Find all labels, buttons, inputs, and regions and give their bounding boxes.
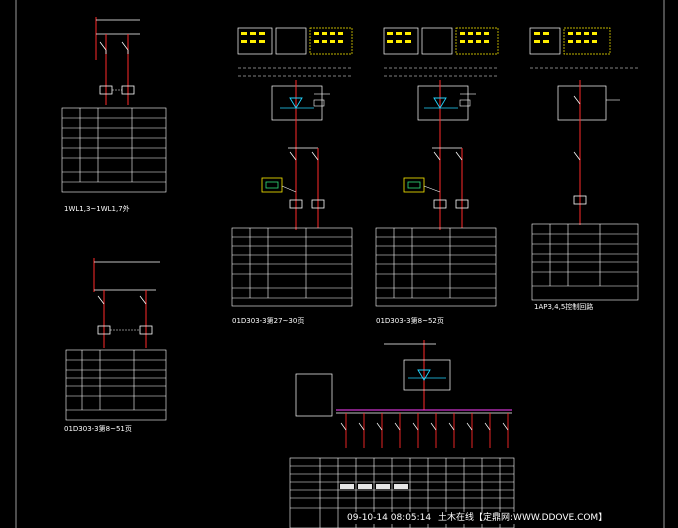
panel-e-legend-white bbox=[529, 27, 561, 55]
panel-f-surge-protector bbox=[417, 369, 431, 381]
panel-d-surge-protector bbox=[433, 97, 447, 109]
panel-d-terminal bbox=[459, 99, 471, 107]
panel-mid-left-diagram bbox=[65, 258, 167, 421]
panel-e-legend-yellow bbox=[563, 27, 611, 55]
panel-c-legend-yellow bbox=[309, 27, 353, 55]
panel-c-legend-white bbox=[237, 27, 273, 55]
panel-f-feeder-breakers bbox=[340, 422, 509, 431]
panel-d-table bbox=[375, 227, 497, 307]
panel-c-breaker-right bbox=[311, 151, 319, 161]
panel-center-right-diagram bbox=[375, 27, 499, 307]
panel-d-breaker-left bbox=[433, 151, 441, 161]
panel-c-legend-marks bbox=[241, 32, 343, 43]
watermark-line: 09-10-14 08:05:14 土木在线【定鼎网:WWW.DDOVE.COM… bbox=[344, 512, 611, 524]
panel-e-breaker-top bbox=[573, 95, 581, 105]
panel-b-breaker-1 bbox=[97, 295, 105, 305]
panel-e-cabinet bbox=[557, 85, 607, 121]
panel-bottom-main-distribution bbox=[289, 340, 515, 528]
panel-d-lead bbox=[423, 185, 441, 193]
panel-f-info-box bbox=[295, 373, 333, 417]
panel-c-surge-protector bbox=[289, 97, 303, 109]
panel-c-green-device bbox=[265, 181, 279, 189]
panel-d-green-device bbox=[407, 181, 421, 189]
panel-e-table bbox=[531, 223, 639, 301]
panel-c-breaker-left bbox=[289, 151, 297, 161]
panel-c-legend-white-2 bbox=[275, 27, 307, 55]
panel-f-cabinet bbox=[403, 359, 451, 391]
panel-c-terminal bbox=[313, 99, 325, 107]
panel-e-contactor bbox=[573, 195, 587, 205]
panel-d-legend-marks bbox=[387, 32, 489, 43]
panel-d-breaker-right bbox=[455, 151, 463, 161]
panel-c-contactor-left bbox=[289, 199, 303, 209]
panel-c-lead bbox=[281, 185, 297, 193]
panel-a-breaker-1 bbox=[99, 41, 107, 54]
watermark-site: 土木在线【定鼎网:WWW.DDOVE.COM】 bbox=[438, 513, 608, 523]
panel-b-contactor-2 bbox=[139, 325, 153, 335]
caption-center-right-ref: 01D303-3第8~52页 bbox=[376, 317, 444, 325]
watermark-timestamp: 09-10-14 08:05:14 bbox=[347, 513, 432, 523]
panel-c-table bbox=[231, 227, 353, 307]
panel-e-legend-marks bbox=[534, 32, 597, 43]
panel-e-breaker bbox=[573, 151, 581, 161]
panel-a-breaker-2 bbox=[121, 41, 129, 54]
panel-c-yellow-device bbox=[261, 177, 283, 193]
panel-d-legend-white bbox=[383, 27, 419, 55]
panel-c-contactor-right bbox=[311, 199, 325, 209]
panel-top-right-diagram bbox=[529, 27, 640, 301]
panel-d-yellow-device bbox=[403, 177, 425, 193]
panel-b-breaker-2 bbox=[139, 295, 147, 305]
panel-c-cabinet bbox=[271, 85, 323, 121]
panel-a-table bbox=[61, 107, 167, 193]
panel-d-legend-yellow bbox=[455, 27, 499, 55]
panel-center-left-diagram bbox=[231, 27, 353, 307]
panel-d-contactor-left bbox=[433, 199, 447, 209]
caption-left-bottom-ref: 01D303-3第8~51页 bbox=[64, 425, 132, 433]
panel-b-table bbox=[65, 349, 167, 421]
caption-left-top-ref: 1WL1,3~1WL1,7外 bbox=[64, 205, 130, 213]
panel-d-contactor-right bbox=[455, 199, 469, 209]
panel-f-outgoing-feeders bbox=[345, 413, 509, 448]
caption-right-ref: 1AP3,4,5控制回路 bbox=[534, 303, 594, 311]
panel-top-left-diagram bbox=[61, 17, 167, 193]
caption-center-left-ref: 01D303-3第27~30页 bbox=[232, 317, 305, 325]
panel-f-table-highlights bbox=[340, 484, 408, 489]
panel-d-cabinet bbox=[417, 85, 469, 121]
panel-d-legend-white-2 bbox=[421, 27, 453, 55]
